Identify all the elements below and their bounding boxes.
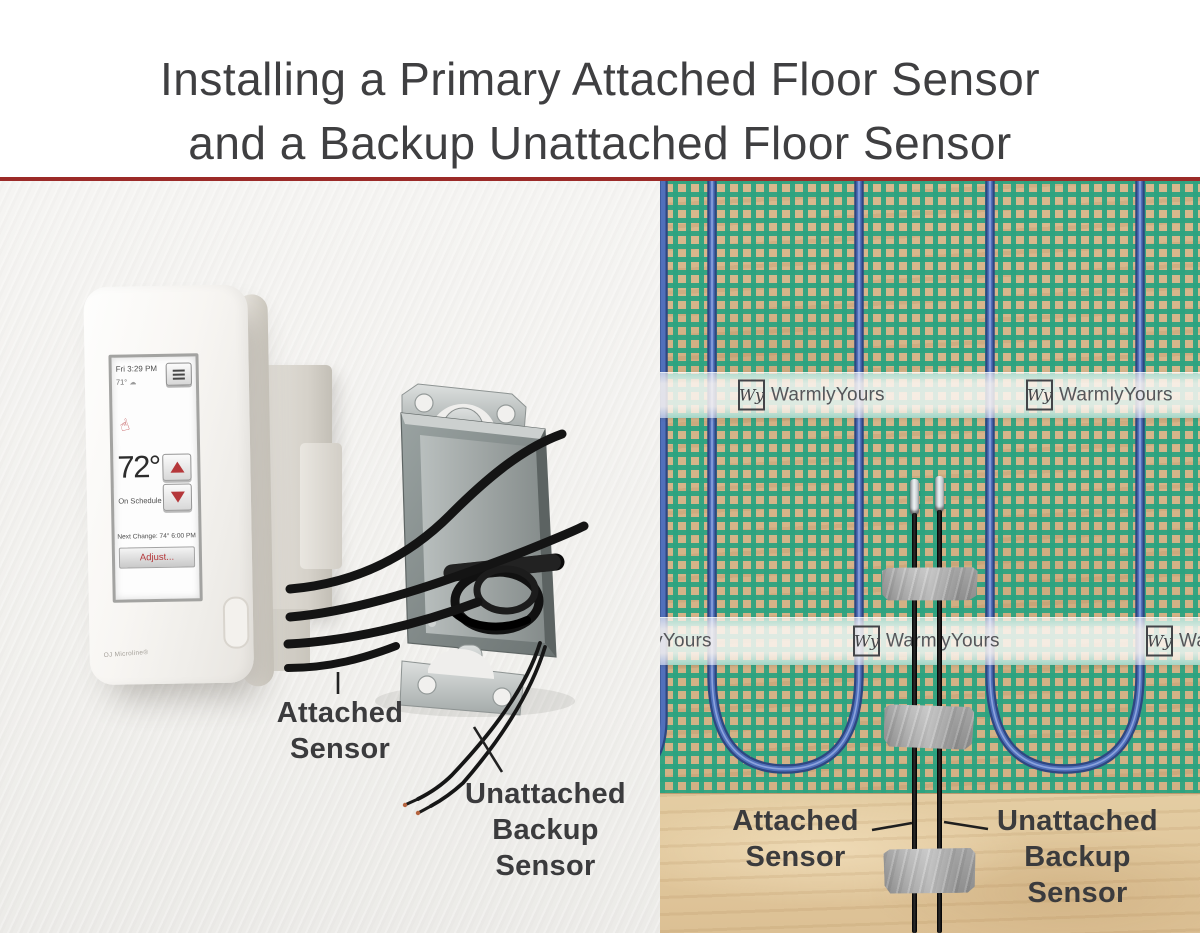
unattached-sensor-wire [402,641,547,816]
brand-tape-band-middle: Wy WarmlyYours Wy WarmlyYours Wy WarmlyY… [660,617,1200,665]
green-mesh-mat [660,181,1200,795]
attached-sensor-label: Attached Sensor [276,697,404,765]
relay-clamp [300,443,342,569]
warmlyyours-logo-partial: Wy WarmlyYours [660,626,712,657]
attached-sensor-probe-tip [910,479,919,515]
unattached-backup-sensor-label: Unattached Backup Sensor [465,778,626,882]
bare-wire-tip [402,802,408,808]
title-line-1: Installing a Primary Attached Floor Sens… [159,52,1041,105]
warmlyyours-logo-partial: Wy WarmlyYours [1146,625,1200,657]
title-line-2: and a Backup Unattached Floor Sensor [188,116,1012,169]
thermostat-photo-panel: OJ Microline® Fri 3:29 PM 71° ☁ ☝ 72° [0,181,660,933]
duct-tape-patch [884,704,975,750]
warmlyyours-logo: Wy WarmlyYours [738,379,885,411]
warmlyyours-logo: Wy WarmlyYours [853,625,1000,657]
unattached-backup-sensor-label: Unattached Backup Sensor [997,805,1158,909]
warmlyyours-logo: Wy WarmlyYours [1026,379,1173,411]
box-bottom-bracket [399,644,525,716]
electrical-box [400,412,557,658]
leader-lines [336,672,504,773]
junction-box-and-wires [283,383,589,816]
heating-cable [660,181,1145,774]
warmlyyours-monogram-icon: Wy [1146,625,1173,657]
warmlyyours-monogram-icon: Wy [1026,379,1053,411]
warmlyyours-monogram-icon: Wy [853,625,880,657]
warmlyyours-monogram-icon: Wy [738,379,765,411]
red-divider-rule [0,177,1200,181]
backup-sensor-probe-tip [935,476,944,512]
brand-tape-band-top: Wy WarmlyYours Wy WarmlyYours [660,372,1200,418]
bare-wire-tip [415,810,421,816]
heating-mat-diagram-panel: Wy WarmlyYours Wy WarmlyYours Wy WarmlyY… [660,181,1200,933]
duct-tape-patch [882,566,979,602]
thermostat-wires [283,429,589,672]
page-title: Installing a Primary Attached Floor Sens… [0,47,1200,175]
attached-sensor-label: Attached Sensor [732,805,859,873]
